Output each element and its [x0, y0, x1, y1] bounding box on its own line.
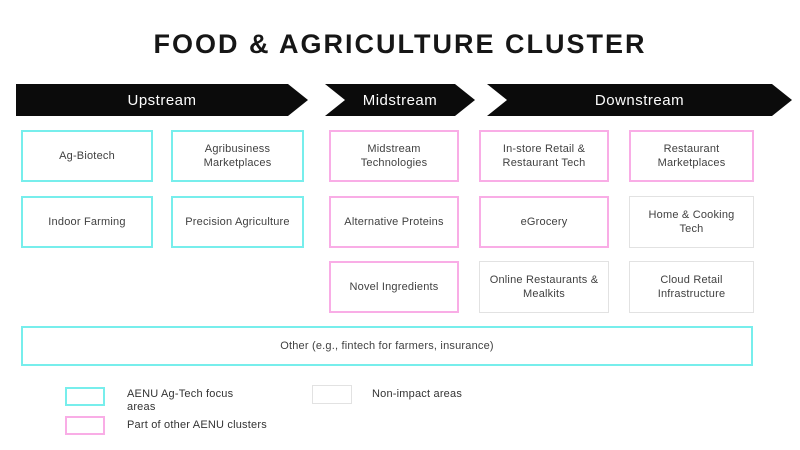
- category-box: Restaurant Marketplaces: [629, 130, 754, 182]
- category-box-label: Precision Agriculture: [185, 215, 290, 228]
- stage-arrow-midstream: Midstream: [325, 84, 475, 116]
- category-box: Indoor Farming: [21, 196, 153, 248]
- other-box: Other (e.g., fintech for farmers, insura…: [21, 326, 753, 366]
- category-box-label: Novel Ingredients: [349, 280, 439, 293]
- legend-label-focus: AENU Ag-Tech focus areas: [127, 388, 234, 414]
- category-box-label: Home & Cooking Tech: [648, 208, 735, 235]
- category-box: Ag-Biotech: [21, 130, 153, 182]
- category-box: Online Restaurants & Mealkits: [479, 261, 609, 313]
- legend-label-nonimpact: Non-impact areas: [372, 388, 463, 400]
- stage-arrow-midstream-label: Midstream: [362, 91, 438, 109]
- category-box-label: Cloud Retail Infrastructure: [657, 273, 726, 300]
- legend-swatch-focus: [65, 387, 105, 406]
- legend-label-clusters: Part of other AENU clusters: [127, 419, 267, 431]
- category-box: eGrocery: [479, 196, 609, 248]
- category-box-label: Online Restaurants & Mealkits: [489, 273, 599, 300]
- category-box-label: Agribusiness Marketplaces: [203, 142, 272, 169]
- page-title: FOOD & AGRICULTURE CLUSTER: [153, 29, 647, 59]
- legend-swatch-nonimpact: [312, 385, 352, 404]
- stage-arrow-downstream: Downstream: [487, 84, 792, 116]
- category-box: Agribusiness Marketplaces: [171, 130, 304, 182]
- category-box-label: Ag-Biotech: [59, 149, 115, 162]
- category-box-label: eGrocery: [520, 215, 568, 228]
- category-box: Precision Agriculture: [171, 196, 304, 248]
- category-box-label: Restaurant Marketplaces: [657, 142, 726, 169]
- category-box: Alternative Proteins: [329, 196, 459, 248]
- category-box: In-store Retail & Restaurant Tech: [479, 130, 609, 182]
- stage-arrow-upstream: Upstream: [16, 84, 308, 116]
- category-box: Novel Ingredients: [329, 261, 459, 313]
- category-box-label: In-store Retail & Restaurant Tech: [502, 142, 586, 169]
- category-box-label: Indoor Farming: [48, 215, 126, 228]
- category-box: Home & Cooking Tech: [629, 196, 754, 248]
- stage-arrow-upstream-label: Upstream: [127, 91, 197, 109]
- category-box: Midstream Technologies: [329, 130, 459, 182]
- stage-arrow-downstream-label: Downstream: [594, 91, 685, 109]
- other-box-label: Other (e.g., fintech for farmers, insura…: [280, 340, 494, 352]
- category-box: Cloud Retail Infrastructure: [629, 261, 754, 313]
- legend-swatch-clusters: [65, 416, 105, 435]
- category-box-label: Midstream Technologies: [360, 142, 428, 169]
- category-box-label: Alternative Proteins: [344, 215, 444, 228]
